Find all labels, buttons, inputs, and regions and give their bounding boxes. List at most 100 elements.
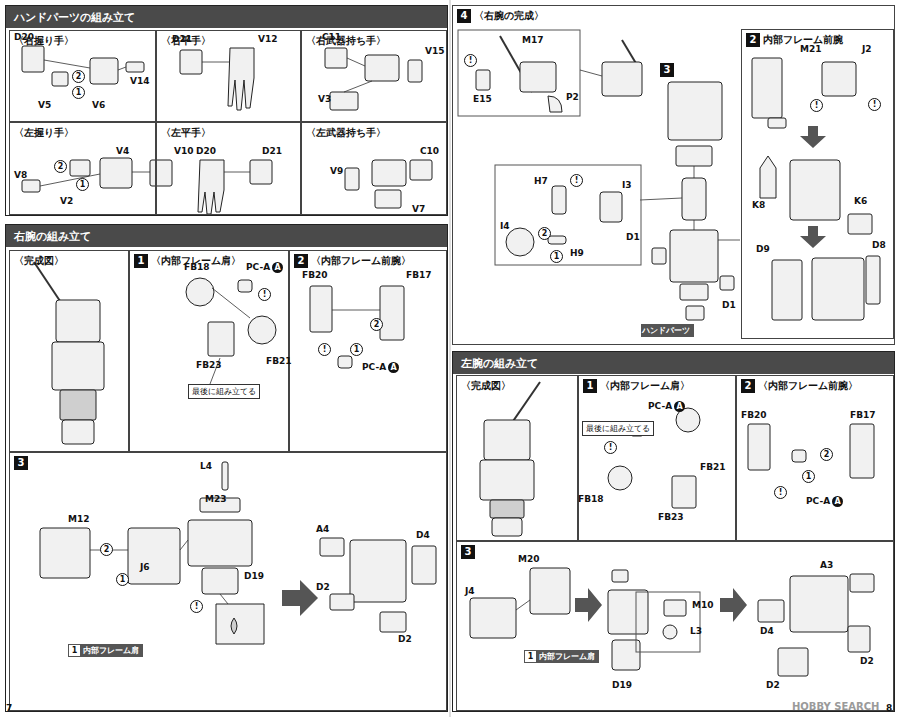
- panel-title: 〈内部フレーム前腕〉: [758, 379, 858, 393]
- section-title: ハンドパーツの組み立て: [14, 11, 135, 24]
- gate-marker: A: [674, 401, 685, 412]
- part-callout: V12: [258, 34, 278, 45]
- step-number: 1: [69, 645, 80, 656]
- part-callout: 7: [6, 703, 12, 714]
- panel-header: 〈完成図〉: [457, 376, 577, 396]
- panel-title: 〈左武器持ち手〉: [306, 126, 386, 140]
- part-callout: D20: [14, 32, 34, 43]
- part-callout: E15: [473, 94, 492, 105]
- part-callout: M21: [800, 44, 821, 55]
- step-panel: 1〈内部フレーム肩〉最後に組み立てる: [578, 375, 736, 541]
- step-marker: !: [604, 441, 617, 454]
- panel-header: 3: [10, 453, 446, 473]
- panel-title: 〈完成図〉: [461, 379, 511, 393]
- part-callout: V3: [318, 94, 331, 105]
- part-callout: D21: [262, 146, 282, 157]
- step-marker: 1: [802, 470, 815, 483]
- part-callout: V5: [38, 100, 51, 111]
- step-marker: 1: [550, 250, 563, 263]
- part-callout: V2: [60, 196, 73, 207]
- panel-header: 2〈内部フレーム前腕〉: [290, 251, 446, 271]
- panel-header: 2〈内部フレーム前腕〉: [737, 376, 893, 396]
- part-callout: D20: [196, 146, 216, 157]
- part-callout: FB21: [700, 462, 726, 473]
- part-callout: V15: [425, 46, 445, 57]
- part-callout: FB17: [850, 410, 876, 421]
- step-marker: !: [318, 343, 331, 356]
- part-callout: PC-A: [806, 496, 830, 507]
- step-number: 1: [583, 379, 597, 393]
- step-panel: 4〈右腕の完成〉ハンドパーツ2内部フレーム前腕: [452, 5, 895, 345]
- step-marker: 1: [76, 178, 89, 191]
- part-callout: FB18: [184, 262, 210, 273]
- part-callout: 8: [886, 703, 892, 714]
- part-callout: D9: [756, 244, 770, 255]
- step-number: 3: [14, 456, 28, 470]
- part-callout: J4: [465, 586, 475, 597]
- gate-marker: A: [832, 496, 843, 507]
- part-callout: J2: [862, 44, 872, 55]
- gate-marker: A: [388, 362, 399, 373]
- panel-header: 〈左握り手〉: [10, 123, 155, 143]
- step-panel: 〈完成図〉: [456, 375, 578, 541]
- panel-title: 〈内部フレーム肩〉: [600, 379, 690, 393]
- panel-title: 〈左握り手〉: [14, 126, 74, 140]
- part-callout: PC-A: [362, 362, 386, 373]
- step-panel: 2〈内部フレーム前腕〉: [736, 375, 894, 541]
- step-marker: !: [810, 99, 823, 112]
- part-callout: FB20: [741, 410, 767, 421]
- part-callout: V8: [14, 170, 27, 181]
- step-panel: 〈左平手〉: [156, 122, 301, 215]
- step-marker: 1: [350, 343, 363, 356]
- panel-header: 〈左平手〉: [157, 123, 300, 143]
- step-marker: !: [258, 288, 271, 301]
- step-marker: 1: [72, 86, 85, 99]
- panel-header: 〈完成図〉: [10, 251, 128, 271]
- step-number: 1: [525, 651, 536, 662]
- part-callout: C10: [420, 146, 439, 157]
- panel-title: 〈右腕の完成〉: [474, 9, 544, 23]
- step-marker: 2: [54, 160, 67, 173]
- section-header: 右腕の組み立て: [6, 225, 447, 247]
- part-callout: H9: [570, 248, 584, 259]
- step-number: 2: [746, 33, 760, 47]
- tag-text: 内部フレーム肩: [83, 645, 139, 656]
- part-callout: V6: [92, 100, 105, 111]
- part-callout: H7: [534, 176, 548, 187]
- section-panel: 右腕の組み立て〈完成図〉1〈内部フレーム肩〉最後に組み立てる2〈内部フレーム前腕…: [5, 224, 448, 712]
- section-header: ハンドパーツの組み立て: [6, 6, 447, 28]
- section-header: 左腕の組み立て: [453, 352, 894, 374]
- step-panel: 〈左武器持ち手〉: [301, 122, 447, 215]
- part-callout: D2: [860, 656, 874, 667]
- step-marker: 1: [116, 573, 129, 586]
- panel-title: 〈内部フレーム前腕〉: [311, 254, 411, 268]
- part-callout: V9: [330, 166, 343, 177]
- section-panel: ハンドパーツの組み立て〈右握り手〉〈右平手〉〈右武器持ち手〉〈左握り手〉〈左平手…: [5, 5, 448, 216]
- part-callout: FB21: [266, 356, 292, 367]
- step-marker: !: [570, 174, 583, 187]
- part-callout: M10: [692, 600, 713, 611]
- part-callout: A4: [316, 524, 329, 535]
- reference-tag: 1内部フレーム肩: [524, 650, 599, 663]
- part-callout: M17: [522, 35, 543, 46]
- part-callout: D1: [722, 300, 736, 311]
- part-callout: FB20: [302, 270, 328, 281]
- panel-header: 1〈内部フレーム肩〉: [579, 376, 735, 396]
- reference-tag: 1内部フレーム肩: [68, 644, 143, 657]
- step-panel: 〈右武器持ち手〉: [301, 30, 447, 122]
- part-callout: C11: [322, 32, 341, 43]
- part-callout: D2: [316, 582, 330, 593]
- part-callout: M23: [205, 494, 226, 505]
- step-number: 2: [294, 254, 308, 268]
- part-callout: V7: [412, 204, 425, 215]
- part-callout: PC-A: [246, 262, 270, 273]
- part-callout: L3: [690, 626, 702, 637]
- part-callout: V14: [130, 76, 150, 87]
- part-callout: FB23: [196, 360, 222, 371]
- step-number: 1: [134, 254, 148, 268]
- part-callout: D19: [244, 571, 264, 582]
- gate-marker: A: [272, 262, 283, 273]
- part-callout: L4: [200, 461, 212, 472]
- note-text: 最後に組み立てる: [192, 387, 256, 396]
